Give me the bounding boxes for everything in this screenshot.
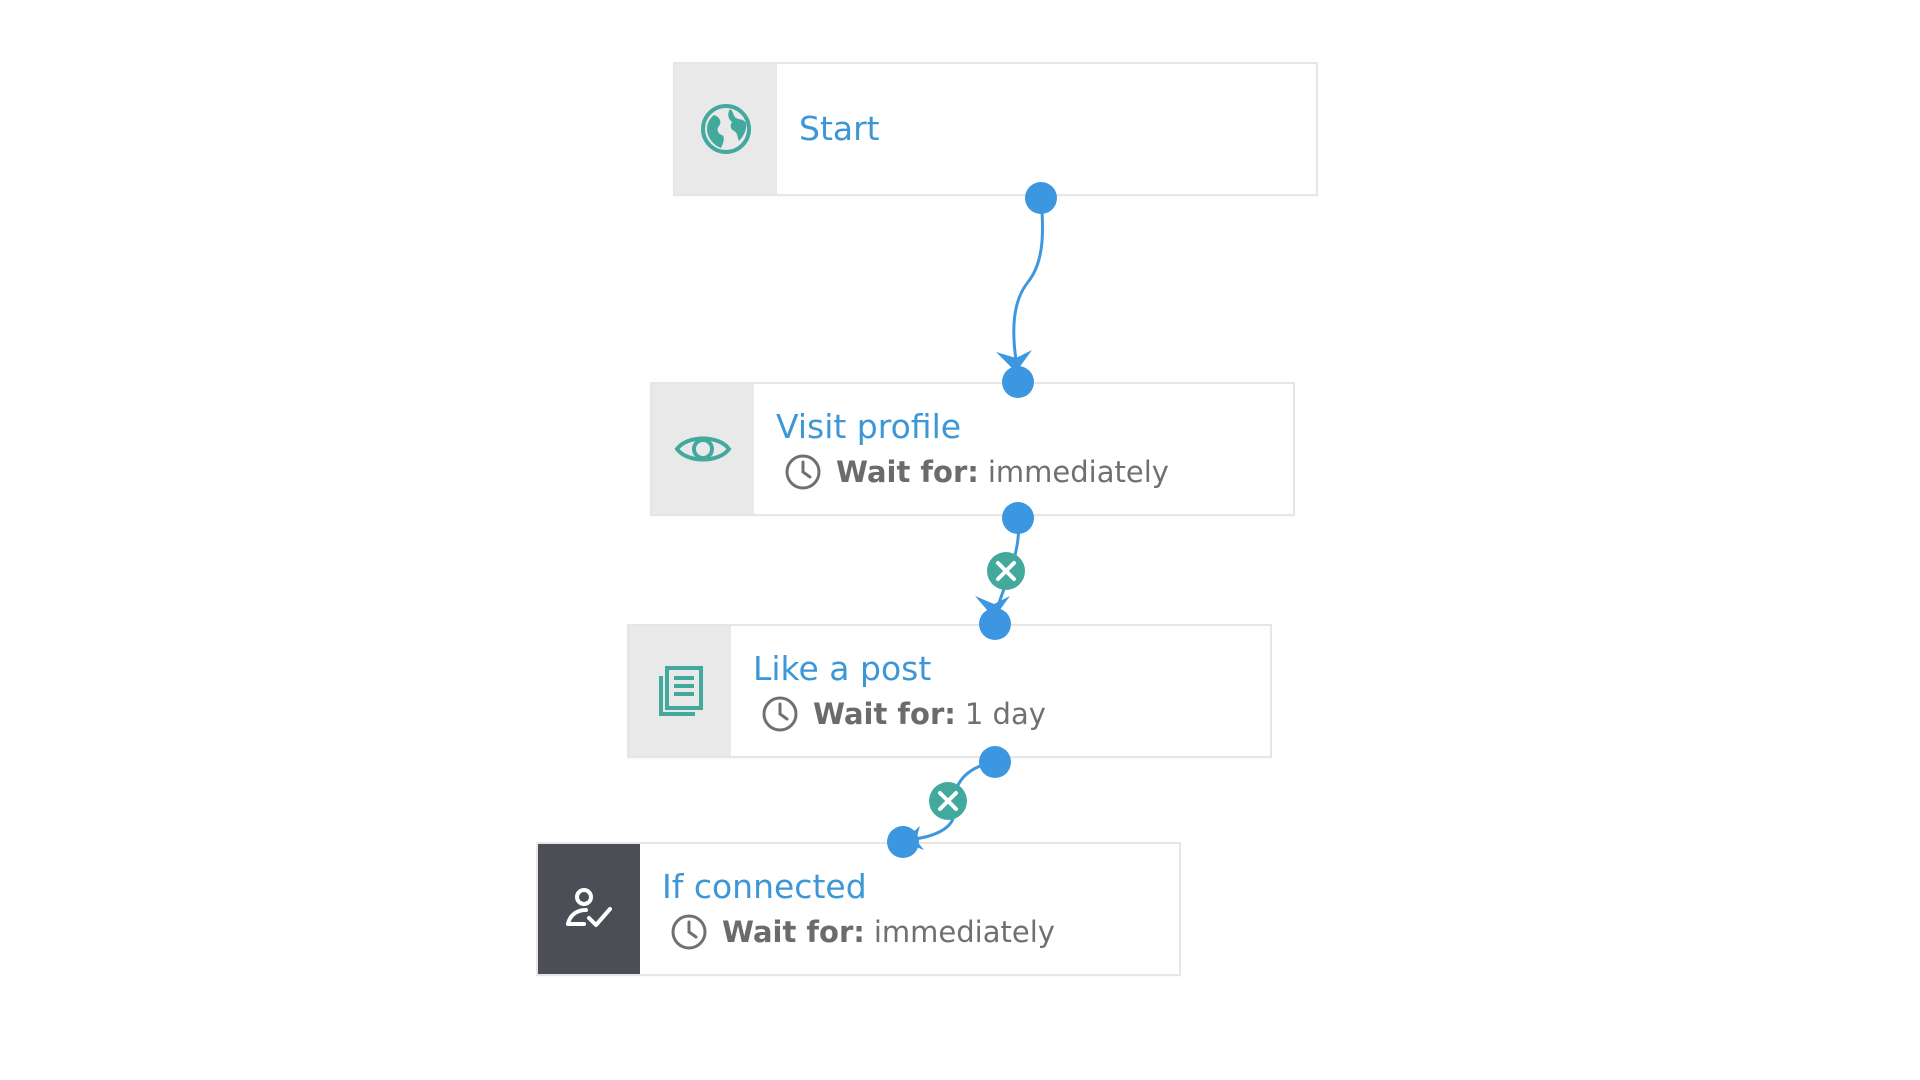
connector-line — [1012, 197, 1045, 361]
arrowhead-icon — [996, 350, 1032, 372]
user-check-icon — [566, 888, 612, 927]
clock-icon — [671, 914, 707, 950]
remove-connection-button[interactable] — [987, 552, 1025, 590]
close-icon — [938, 791, 958, 811]
wait-label: Wait for: — [722, 915, 865, 949]
newspaper-icon — [659, 666, 703, 716]
output-port[interactable] — [1025, 182, 1057, 214]
close-icon — [996, 561, 1016, 581]
remove-connection-button[interactable] — [929, 782, 967, 820]
start-node[interactable]: Start — [673, 62, 1318, 196]
like-post-node[interactable]: Like a post Wait for: 1 day — [627, 624, 1272, 758]
like-post-icon-panel — [629, 626, 731, 756]
output-port[interactable] — [1002, 502, 1034, 534]
visit-profile-title: Visit profile — [776, 407, 962, 446]
visit-profile-node[interactable]: Visit profile Wait for: immediately — [650, 382, 1295, 516]
arrowhead-icon — [975, 596, 1010, 618]
like-post-wait: Wait for: 1 day — [761, 694, 1270, 734]
eye-icon — [674, 436, 732, 462]
wait-label: Wait for: — [813, 697, 956, 731]
if-connected-node[interactable]: If connected Wait for: immediately — [536, 842, 1181, 976]
if-connected-icon-panel — [538, 844, 640, 974]
input-port[interactable] — [979, 608, 1011, 640]
start-icon-panel — [675, 64, 777, 194]
if-connected-node-body: If connected Wait for: immediately — [640, 844, 1179, 974]
if-connected-wait: Wait for: immediately — [670, 912, 1179, 952]
visit-profile-wait: Wait for: immediately — [784, 452, 1293, 492]
visit-profile-node-body: Visit profile Wait for: immediately — [754, 384, 1293, 514]
wait-value: immediately — [987, 455, 1169, 489]
input-port[interactable] — [887, 826, 919, 858]
wait-value: immediately — [873, 915, 1055, 949]
start-node-title: Start — [799, 109, 880, 148]
like-post-title: Like a post — [753, 649, 932, 688]
like-post-node-body: Like a post Wait for: 1 day — [731, 626, 1270, 756]
start-node-body: Start — [777, 64, 1316, 194]
clock-icon — [762, 696, 798, 732]
input-port[interactable] — [1002, 366, 1034, 398]
globe-icon — [701, 104, 751, 154]
wait-label: Wait for: — [836, 455, 979, 489]
clock-icon — [785, 454, 821, 490]
if-connected-title: If connected — [662, 867, 867, 906]
output-port[interactable] — [979, 746, 1011, 778]
visit-profile-icon-panel — [652, 384, 754, 514]
wait-value: 1 day — [964, 697, 1046, 731]
